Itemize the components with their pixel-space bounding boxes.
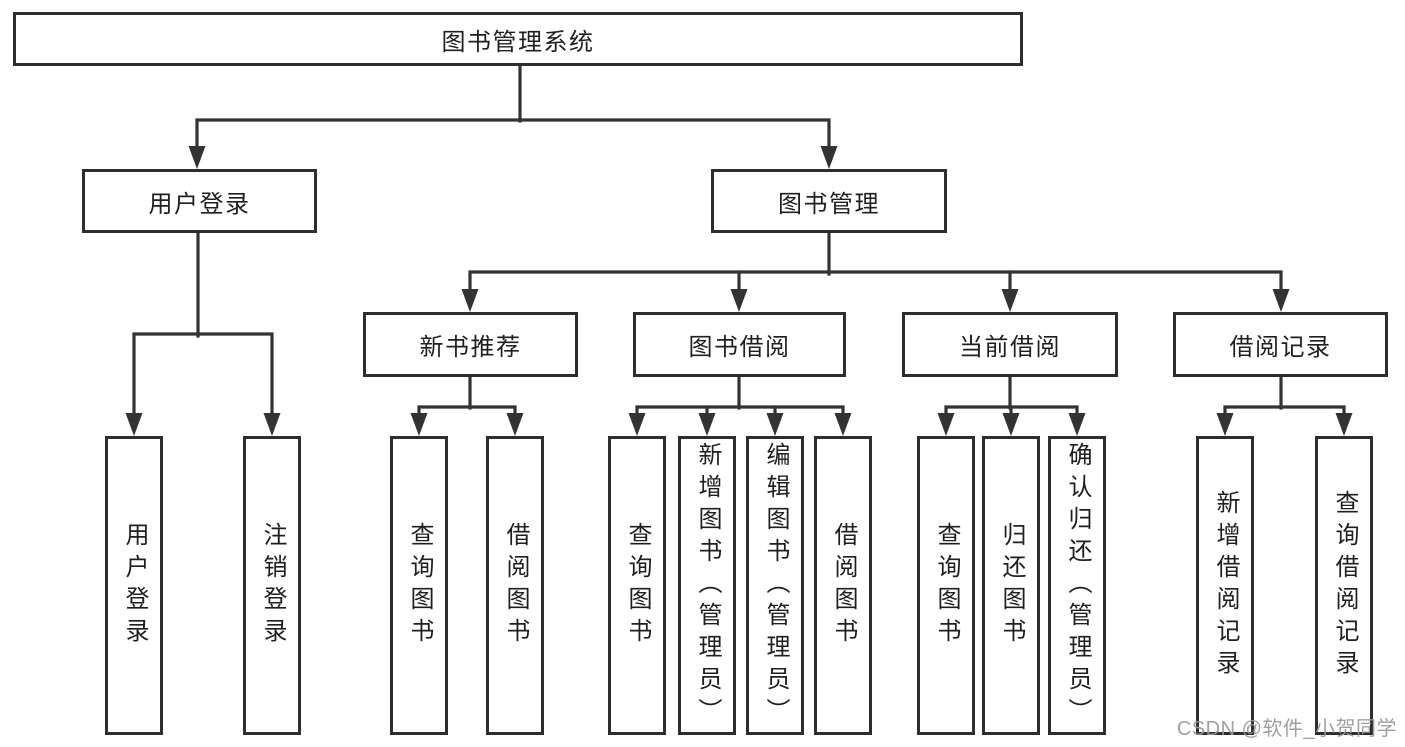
leaf-label: 查询图书 — [624, 521, 651, 650]
leaf-label: 借阅图书 — [830, 521, 857, 650]
leaf-add-books-admin: 新增图书（管理员） — [678, 436, 736, 735]
leaf-add-borrow-record: 新增借阅记录 — [1196, 436, 1254, 735]
leaf-borrow-books-borrow: 借阅图书 — [814, 436, 872, 735]
node-user-login-branch: 用户登录 — [82, 169, 317, 233]
leaf-logout: 注销登录 — [243, 436, 301, 735]
leaf-label: 借阅图书 — [502, 521, 529, 650]
arrowhead — [820, 146, 838, 169]
leaf-edit-books-admin: 编辑图书（管理员） — [746, 436, 804, 735]
leaf-query-borrow-record: 查询借阅记录 — [1315, 436, 1373, 735]
arrowhead — [834, 413, 852, 436]
leaf-label: 注销登录 — [259, 521, 286, 650]
node-book-mgmt-branch: 图书管理 — [711, 169, 947, 233]
node-borrow-record-group: 借阅记录 — [1173, 312, 1388, 377]
edge-login-rail — [132, 332, 274, 420]
arrowhead — [263, 413, 281, 436]
node-label: 图书借阅 — [688, 334, 791, 361]
node-label: 借阅记录 — [1229, 334, 1332, 361]
arrowhead — [766, 413, 784, 436]
arrowhead — [506, 413, 524, 436]
node-label: 新书推荐 — [419, 334, 522, 361]
leaf-borrow-books-newbook: 借阅图书 — [486, 436, 544, 735]
leaf-confirm-return-admin: 确认归还（管理员） — [1048, 436, 1106, 735]
arrowhead — [1068, 413, 1086, 436]
arrowhead — [937, 413, 955, 436]
leaf-label: 查询借阅记录 — [1331, 489, 1358, 682]
arrowhead — [1002, 413, 1020, 436]
leaf-label: 归还图书 — [998, 521, 1025, 650]
arrowhead — [730, 289, 748, 312]
node-current-borrow-group: 当前借阅 — [902, 312, 1118, 377]
edge-borrow-rail — [635, 405, 845, 420]
arrowhead — [1216, 413, 1234, 436]
node-label: 用户登录 — [148, 190, 251, 218]
arrowhead — [698, 413, 716, 436]
leaf-query-books-borrow: 查询图书 — [608, 436, 666, 735]
arrowhead — [628, 413, 646, 436]
edge-mgmt-rail — [468, 270, 1283, 295]
arrowheads — [125, 146, 1353, 436]
arrowhead — [1272, 289, 1290, 312]
arrowhead — [1001, 289, 1019, 312]
node-label: 当前借阅 — [959, 334, 1061, 361]
leaf-label: 新增图书（管理员） — [694, 441, 721, 730]
arrowhead — [410, 413, 428, 436]
csdn-watermark: CSDN @软件_小贺同学 — [1176, 718, 1397, 740]
node-new-book-group: 新书推荐 — [363, 312, 578, 377]
edge-newbook-rail — [417, 405, 517, 420]
node-book-borrow-group: 图书借阅 — [633, 312, 846, 377]
leaf-label: 查询图书 — [933, 521, 960, 650]
leaf-user-login: 用户登录 — [105, 436, 163, 735]
leaf-label: 新增借阅记录 — [1212, 489, 1239, 682]
leaf-label: 用户登录 — [121, 521, 148, 650]
arrowhead — [1335, 413, 1353, 436]
edge-level1-rail — [195, 118, 831, 153]
arrowhead — [188, 146, 206, 169]
leaf-label: 编辑图书（管理员） — [762, 441, 789, 730]
arrowhead — [125, 413, 143, 436]
leaf-query-books-current: 查询图书 — [917, 436, 975, 735]
node-label: 图书管理 — [778, 190, 880, 218]
leaf-label: 确认归还（管理员） — [1064, 441, 1091, 730]
edge-record-rail — [1223, 405, 1346, 420]
leaf-return-books: 归还图书 — [982, 436, 1040, 735]
leaf-label: 查询图书 — [406, 521, 433, 650]
leaf-query-books-newbook: 查询图书 — [390, 436, 448, 735]
arrowhead — [461, 289, 479, 312]
node-root-label: 图书管理系统 — [441, 28, 595, 56]
node-root-system: 图书管理系统 — [13, 12, 1023, 66]
